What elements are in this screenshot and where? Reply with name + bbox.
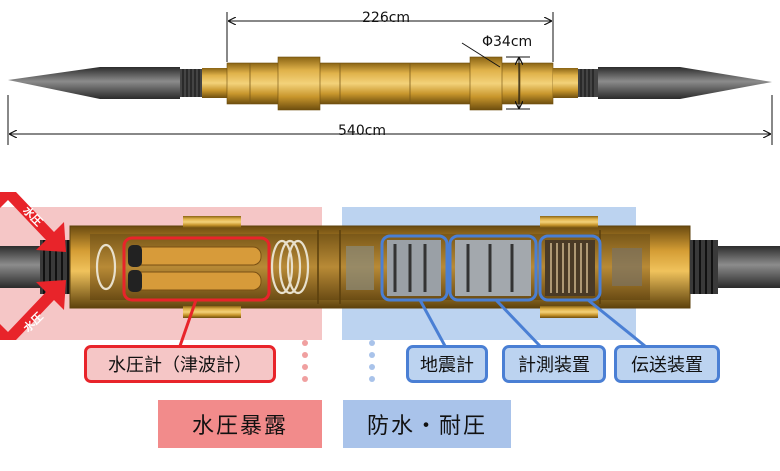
protected-zone-label: 防水・耐圧 bbox=[343, 400, 511, 448]
pressure-gauge-leader bbox=[178, 299, 198, 347]
exposed-dotted-line bbox=[302, 340, 308, 382]
measurement-unit-callout: 計測装置 bbox=[502, 345, 606, 383]
pressure-gauge-callout: 水圧計（津波計） bbox=[84, 345, 276, 383]
diameter-label: Φ34cm bbox=[482, 34, 533, 50]
transmitter-leader bbox=[587, 298, 646, 348]
right-nose-cone bbox=[553, 67, 772, 99]
seismometer-highlight bbox=[380, 234, 449, 302]
measurement-unit-leader bbox=[494, 298, 542, 348]
exposed-zone-label: 水圧暴露 bbox=[158, 400, 322, 448]
transmitter-callout: 伝送装置 bbox=[614, 345, 720, 383]
transmitter-highlight bbox=[538, 234, 602, 302]
pressure-gauge-highlight bbox=[122, 236, 271, 302]
seismometer-callout: 地震計 bbox=[406, 345, 488, 383]
total-length-label: 540cm bbox=[338, 123, 387, 139]
pressure-arrow-bottom bbox=[0, 280, 66, 340]
main-pressure-vessel bbox=[226, 56, 554, 111]
dimension-540cm bbox=[7, 95, 773, 145]
seismometer-leader bbox=[418, 299, 447, 347]
pressure-arrow-top bbox=[0, 192, 66, 252]
left-nose-cone bbox=[8, 67, 227, 99]
cutaway-vessel bbox=[69, 216, 691, 318]
measurement-unit-highlight bbox=[448, 234, 538, 302]
dimension-226cm bbox=[226, 12, 554, 62]
cutaway-right-end bbox=[690, 240, 780, 294]
inner-length-label: 226cm bbox=[362, 10, 411, 26]
protected-dotted-line bbox=[369, 340, 375, 382]
dimension-diameter bbox=[461, 42, 530, 110]
